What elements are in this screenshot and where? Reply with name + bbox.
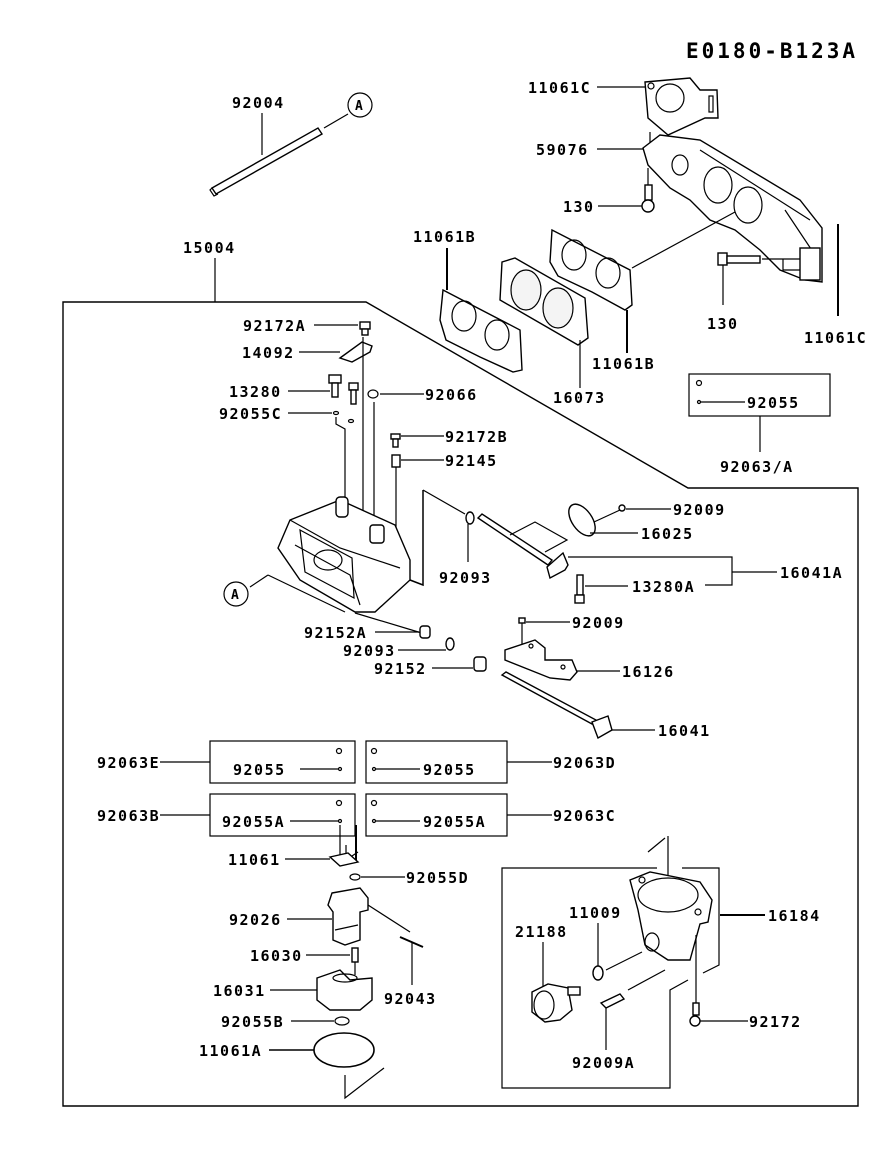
label-92172B[interactable]: 92172B xyxy=(445,428,508,446)
gasket-11061[interactable] xyxy=(328,852,360,867)
callout-a-top: A xyxy=(347,92,373,118)
float-92026[interactable] xyxy=(327,887,411,946)
screw-13280[interactable] xyxy=(328,374,359,405)
oring-92066[interactable] xyxy=(367,389,379,530)
label-11061[interactable]: 11061 xyxy=(228,851,281,869)
screw-92172B[interactable] xyxy=(390,433,401,448)
gasket-11061A[interactable] xyxy=(313,1032,375,1068)
label-92055-d[interactable]: 92055 xyxy=(423,761,476,779)
label-11061B-left[interactable]: 11061B xyxy=(413,228,476,246)
oring-92055B[interactable] xyxy=(334,1016,350,1026)
collar-92152A[interactable] xyxy=(419,625,431,639)
callout-a-bottom: A xyxy=(223,581,249,607)
label-11061C-top[interactable]: 11061C xyxy=(528,79,591,97)
needle-16030[interactable] xyxy=(351,947,359,975)
callout-a-text: A xyxy=(355,99,363,114)
choke-shaft-16041[interactable] xyxy=(500,671,613,740)
label-16073[interactable]: 16073 xyxy=(553,389,606,407)
label-92055C[interactable]: 92055C xyxy=(219,405,282,423)
gasket-11061B-left[interactable] xyxy=(439,288,523,373)
insulator-16073[interactable] xyxy=(499,257,589,346)
label-92152A[interactable]: 92152A xyxy=(304,624,367,642)
label-11061B-right[interactable]: 11061B xyxy=(592,355,655,373)
label-92009A[interactable]: 92009A xyxy=(572,1054,635,1072)
label-11061A[interactable]: 11061A xyxy=(199,1042,262,1060)
label-92009-a[interactable]: 92009 xyxy=(673,501,726,519)
label-92063B[interactable]: 92063B xyxy=(97,807,160,825)
label-92026[interactable]: 92026 xyxy=(229,911,282,929)
solenoid-21188[interactable] xyxy=(531,942,581,1023)
label-13280[interactable]: 13280 xyxy=(229,383,282,401)
label-11009[interactable]: 11009 xyxy=(569,904,622,922)
oring-92055D[interactable] xyxy=(349,873,361,881)
washer-11009[interactable] xyxy=(592,923,643,981)
screw-92009A[interactable] xyxy=(599,969,666,1050)
label-92063-a[interactable]: 92063/A xyxy=(720,458,794,476)
screw-92009-a[interactable] xyxy=(593,504,626,523)
carburetor-body[interactable] xyxy=(267,496,411,613)
intake-manifold-59076[interactable] xyxy=(642,134,823,283)
label-92145[interactable]: 92145 xyxy=(445,452,498,470)
label-15004[interactable]: 15004 xyxy=(183,239,236,257)
label-16030[interactable]: 16030 xyxy=(250,947,303,965)
label-92063E[interactable]: 92063E xyxy=(97,754,160,772)
label-130-b[interactable]: 130 xyxy=(707,315,739,333)
label-92055D[interactable]: 92055D xyxy=(406,869,469,887)
label-11061C-right[interactable]: 11061C xyxy=(804,329,867,347)
oring-92055C[interactable] xyxy=(332,410,355,501)
label-92152[interactable]: 92152 xyxy=(374,660,427,678)
label-130-a[interactable]: 130 xyxy=(563,198,595,216)
bolt-130-b[interactable] xyxy=(717,252,800,305)
label-92063C[interactable]: 92063C xyxy=(553,807,616,825)
label-16184[interactable]: 16184 xyxy=(768,907,821,925)
plate-16126[interactable] xyxy=(504,639,578,681)
bolt-130-a[interactable] xyxy=(641,168,655,213)
label-92009-b[interactable]: 92009 xyxy=(572,614,625,632)
collar-92152[interactable] xyxy=(473,656,487,672)
label-92043[interactable]: 92043 xyxy=(384,990,437,1008)
label-14092[interactable]: 14092 xyxy=(242,344,295,362)
label-16031[interactable]: 16031 xyxy=(213,982,266,1000)
diagram-code: E0180-B123A xyxy=(686,39,858,63)
solenoid-subframe xyxy=(501,867,720,1089)
gasket-11061C-top[interactable] xyxy=(644,77,719,136)
label-92063D[interactable]: 92063D xyxy=(553,754,616,772)
gasket-11061B-right[interactable] xyxy=(549,228,633,311)
label-92172A[interactable]: 92172A xyxy=(243,317,306,335)
label-92055-e[interactable]: 92055 xyxy=(233,761,286,779)
label-92055-kit-a[interactable]: 92055 xyxy=(747,394,800,412)
label-21188[interactable]: 21188 xyxy=(515,923,568,941)
label-92093-b[interactable]: 92093 xyxy=(343,642,396,660)
label-13280A[interactable]: 13280A xyxy=(632,578,695,596)
kit-box-92063-a[interactable] xyxy=(688,373,831,452)
seal-92093-a[interactable] xyxy=(465,511,475,562)
throttle-plate-16025[interactable] xyxy=(563,500,600,541)
label-92066[interactable]: 92066 xyxy=(425,386,478,404)
label-92055B[interactable]: 92055B xyxy=(221,1013,284,1031)
plate-14092[interactable] xyxy=(338,337,373,368)
label-92004[interactable]: 92004 xyxy=(232,94,285,112)
seal-92093-b[interactable] xyxy=(445,637,455,651)
carb-body-16184[interactable] xyxy=(629,871,713,961)
label-16025[interactable]: 16025 xyxy=(641,525,694,543)
pin-92043[interactable] xyxy=(399,936,424,985)
float-bowl-16031[interactable] xyxy=(316,969,373,1011)
label-59076[interactable]: 59076 xyxy=(536,141,589,159)
label-92093-a[interactable]: 92093 xyxy=(439,569,492,587)
screw-92172A[interactable] xyxy=(359,321,371,336)
label-16041[interactable]: 16041 xyxy=(658,722,711,740)
stud-92004[interactable] xyxy=(209,113,349,197)
label-16126[interactable]: 16126 xyxy=(622,663,675,681)
label-92172[interactable]: 92172 xyxy=(749,1013,802,1031)
label-92055A-b[interactable]: 92055A xyxy=(222,813,285,831)
label-92055A-c[interactable]: 92055A xyxy=(423,813,486,831)
link-13280A[interactable] xyxy=(574,574,585,604)
assembly-frame-15004 xyxy=(62,301,859,1107)
throttle-shaft-16041A[interactable] xyxy=(476,513,569,580)
callout-a-text-2: A xyxy=(231,588,239,603)
label-16041A[interactable]: 16041A xyxy=(780,564,843,582)
